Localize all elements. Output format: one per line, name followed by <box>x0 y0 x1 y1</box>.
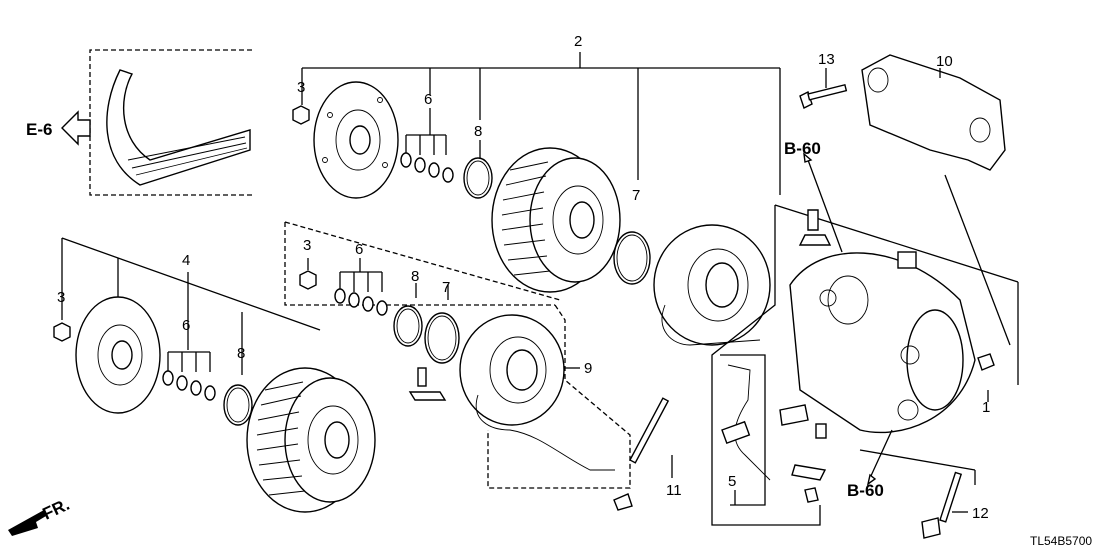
ref-e6: E-6 <box>26 120 52 139</box>
callout-12: 12 <box>972 505 989 522</box>
drive-belt-group: E-6 <box>26 49 252 196</box>
upper-field-coil <box>653 224 771 346</box>
upper-shims <box>400 152 454 183</box>
middle-shims <box>334 288 388 316</box>
upper-snap-ring <box>463 157 493 199</box>
arrow-left-icon <box>61 110 91 146</box>
ref-front: FR. <box>40 495 73 524</box>
compressor-body <box>789 209 976 434</box>
middle-field-coil <box>459 314 615 471</box>
middle-snap-ring-7 <box>424 312 460 364</box>
lower-nut <box>53 322 71 342</box>
upper-pulley <box>491 147 621 293</box>
callout-3-lower: 3 <box>57 289 65 306</box>
upper-clutch-plate <box>313 81 399 199</box>
drive-belt <box>106 69 251 186</box>
lower-kit-leaders <box>61 237 321 375</box>
pressure-switch <box>977 353 995 371</box>
middle-kit-box <box>284 221 631 489</box>
callout-3-middle: 3 <box>303 237 311 254</box>
upper-kit-leaders <box>301 52 781 195</box>
callout-8-middle: 8 <box>411 268 419 285</box>
bracket-bolt <box>799 68 848 109</box>
callout-5: 5 <box>728 473 736 490</box>
ref-b60-top: B-60 <box>784 139 821 158</box>
callout-13: 13 <box>818 51 835 68</box>
diagram-code: TL54B5700 <box>1030 534 1092 548</box>
front-arrow: FR. <box>8 495 73 536</box>
ref-b60-bottom: B-60 <box>847 481 884 500</box>
callout-4: 4 <box>182 252 190 269</box>
upper-snap-ring-7 <box>613 231 651 285</box>
front-arrow-icon <box>8 510 46 536</box>
callout-7-middle: 7 <box>442 279 450 296</box>
callout-6-middle: 6 <box>355 241 363 258</box>
callout-3-upper: 3 <box>297 79 305 96</box>
compressor-bracket <box>861 54 1011 346</box>
callout-7-upper: 7 <box>632 187 640 204</box>
coil-bracket-bolt <box>408 367 447 401</box>
middle-nut <box>299 270 317 290</box>
upper-nut <box>292 105 310 125</box>
compressor-bolt-long <box>613 397 673 511</box>
lower-pulley <box>246 367 376 513</box>
callout-9: 9 <box>584 360 592 377</box>
callout-11: 11 <box>666 482 682 499</box>
callout-6-lower: 6 <box>182 317 190 334</box>
wire-harness-kit <box>720 354 827 506</box>
lower-shims <box>162 370 216 401</box>
callout-6-upper: 6 <box>424 91 432 108</box>
callout-2: 2 <box>574 33 582 50</box>
misc-leaders <box>803 152 989 486</box>
lower-clutch-plate <box>75 296 161 414</box>
lower-snap-ring <box>223 384 253 426</box>
callout-8-upper: 8 <box>474 123 482 140</box>
compressor-bolt-short <box>921 471 968 539</box>
callout-8-lower: 8 <box>237 345 245 362</box>
callout-1: 1 <box>982 399 990 416</box>
callout-10: 10 <box>936 53 953 70</box>
middle-snap-ring-8 <box>393 305 423 347</box>
